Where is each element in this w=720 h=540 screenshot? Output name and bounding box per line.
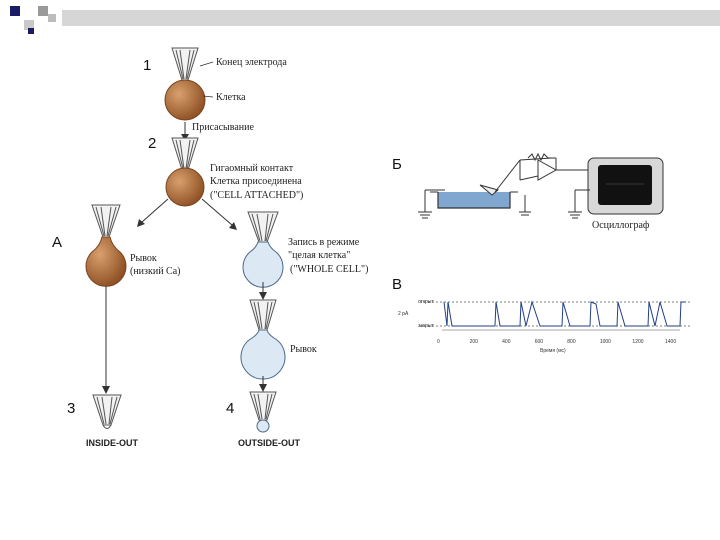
whole-cell-en-label: ("WHOLE CELL") [290,264,369,275]
trace-x-axis-label: Время (мс) [540,348,566,354]
electrode-tip-label: Конец электрода [216,57,287,68]
low-ca-label: (низкий Са) [130,266,181,277]
trace-closed-label: закрыт [418,323,434,329]
cell-2 [165,167,205,207]
pipette-4 [249,391,277,421]
oscilloscope-label: Осциллограф [592,220,650,231]
step-3: 3 [67,400,76,417]
cell-a [85,236,127,287]
pipette-b [247,211,279,243]
deco-square-dark [10,6,20,16]
deco-square-gray-2 [24,20,34,30]
cell-b [242,241,284,288]
bath [437,192,511,209]
deco-square-gray-1 [38,6,48,16]
pipette-2 [171,137,199,171]
pull-label: Рывок [290,344,317,355]
cell-attached-en-label: ("CELL ATTACHED") [210,190,304,201]
pipette-3 [92,394,122,426]
record-mode-label: Запись в режиме [288,237,360,248]
step-2: 2 [148,135,157,152]
deco-square-gray-3 [48,14,56,22]
suction-label: Присасывание [192,122,254,133]
deco-bar [62,10,720,26]
panel-a-label: А [52,234,63,251]
pipette-1 [171,47,199,81]
trace-x-tick: 600 [534,339,544,345]
trace-line [443,300,686,327]
cell-1 [164,79,206,121]
panel-v-label: В [392,276,403,293]
step-1: 1 [143,57,152,74]
trace-x-tick: 1000 [599,339,611,345]
trace-x-tick: 1400 [665,339,677,345]
trace-x-tick: 1200 [632,339,644,345]
trace-x-tick: 200 [469,339,478,345]
cell-label: Клетка [216,92,246,103]
gigaseal-label: Гигаомный контакт [210,163,294,174]
trace-x-tick: 800 [567,339,576,345]
outside-out-label: OUTSIDE-OUT [238,438,300,448]
trace-x-tick: 400 [502,339,511,345]
trace-scale-label: 2 pA [398,311,409,317]
cell-c [240,329,286,380]
cell-attached-label: Клетка присоединена [210,176,302,187]
whole-cell-ru-label: "целая клетка" [288,250,351,261]
inside-out-label: INSIDE-OUT [86,438,139,448]
deco-square-dark-2 [28,28,34,34]
step-4: 4 [226,400,235,417]
vesicle-4 [256,419,270,433]
panel-b-label: Б [392,156,402,173]
trace-open-label: открыт [418,299,434,305]
trace-x-tick: 0 [437,339,440,345]
pull-low-ca-label: Рывок [130,253,157,264]
